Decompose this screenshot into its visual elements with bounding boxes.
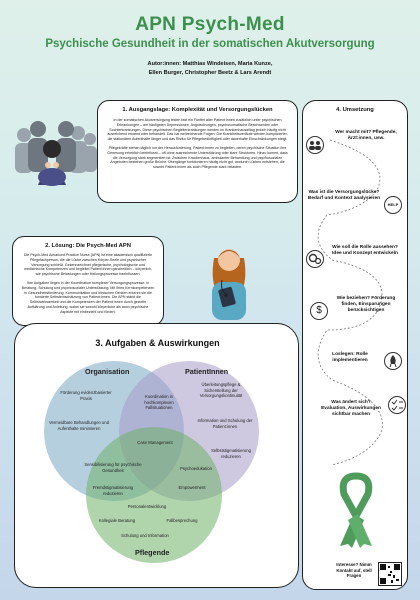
section-2-paragraph-2: Ihre Aufgaben liegen in der Koordination… [21, 280, 155, 314]
authors-line-1: Autor:innen: Matthias Windeisen, Maria K… [147, 61, 273, 67]
help-icon-text: HELP [387, 202, 399, 207]
venn-pflege-1: Personalentwicklung [127, 504, 167, 509]
implementation-path [317, 139, 383, 466]
section-1-paragraph-2: Pflegekräfte stehen täglich vor der Hera… [107, 145, 288, 170]
venn-overlap-op-1: Koordination in hochkomplexen Fallsituat… [144, 394, 174, 410]
venn-pat-2: Information und Schulung der Patient:inn… [197, 418, 253, 429]
dollar-sign-icon: $ [316, 305, 322, 316]
implementation-step-4: Wie beziehen? Förderung finden, Einsparu… [336, 296, 396, 313]
section-3-title: 3. Aufgaben & Auswirkungen [95, 338, 220, 348]
gears-icon [306, 250, 324, 268]
implementation-step-1: Wer macht mit? Pflegende, Ärzt:innen, us… [335, 130, 397, 141]
nurse-illustration [212, 249, 246, 320]
checklist-icon [388, 396, 406, 414]
implementation-step-3: Wie soll die Rolle aussehen? Idee und Ko… [332, 245, 398, 256]
section-1-box: 1. Ausgangslage: Komplexität und Versorg… [97, 100, 298, 203]
authors: Autor:innen: Matthias Windeisen, Maria K… [100, 60, 320, 77]
poster-title: APN Psych-Med [135, 14, 285, 35]
venn-overlap-og-2: Fremdstigmatisierung reduzieren [92, 485, 134, 496]
venn-label-patient: PatientInnen [185, 367, 229, 376]
authors-line-2: Ellen Burger, Christopher Beetz & Lars A… [148, 69, 272, 76]
venn-circle-pflege [86, 427, 222, 563]
venn-center: Case Management [137, 440, 173, 445]
contact-invitation: Interesse? Nimm Kontakt auf, stell Frage… [336, 562, 372, 579]
venn-pflege-3: Fallbesprechung [166, 518, 198, 523]
green-awareness-ribbon-icon [339, 472, 373, 548]
people-silhouettes-illustration [15, 121, 97, 186]
venn-pflege-4: Schulung und Information [121, 533, 169, 538]
help-icon: HELP [384, 196, 402, 214]
venn-overlap-pp-3: Empowerment [178, 485, 206, 490]
implementation-step-2: Was ist die Versorgungslücke? Bedarf und… [307, 190, 381, 201]
venn-overlap-og-1: Sensibilisierung für psychische Gesundhe… [84, 462, 142, 473]
qr-code[interactable] [378, 562, 402, 586]
section-2-title: 2. Lösung: Die Psych-Med APN [45, 243, 131, 249]
venn-diagram [44, 361, 259, 563]
venn-label-pflege: Pflegende [135, 548, 170, 557]
venn-label-organisation: Organisation [85, 367, 130, 376]
implementation-step-5: Loslegen: Rolle implementieren [332, 352, 368, 363]
section-2-box: 2. Lösung: Die Psych-Med APN Die Psych-M… [12, 236, 164, 326]
section-1-title: 1. Ausgangslage: Komplexität und Versorg… [122, 107, 273, 113]
section-1-paragraph-1: In der somatischen Akutversorgung leiden… [107, 118, 288, 142]
people-group-icon [306, 136, 324, 154]
section-4-title: 4. Umsetzung [336, 107, 374, 113]
section-2-paragraph-1: Die Psych-Med Advanced Practice Nurse (A… [23, 253, 153, 277]
implementation-step-6: Was ändert sich? Evaluation, Auswirkunge… [321, 400, 381, 417]
money-icon: $ [310, 302, 328, 320]
rocket-icon [384, 352, 402, 370]
venn-pat-1: Überleitungspflege & Sicherstellung der … [199, 382, 243, 398]
venn-overlap-pp-1: Selbststigmatisierung reduzieren [211, 448, 251, 459]
venn-org-1: Förderung evidenzbasierter Praxis [60, 390, 112, 401]
venn-pflege-2: Kollegiale Beratung [98, 518, 136, 523]
venn-org-2: Vermeidbare Behandlungen und Aufenthalte… [48, 420, 110, 431]
poster-subtitle: Psychische Gesundheit in der somatischen… [45, 38, 375, 50]
venn-overlap-pp-2: Psychoedukation [180, 466, 212, 471]
